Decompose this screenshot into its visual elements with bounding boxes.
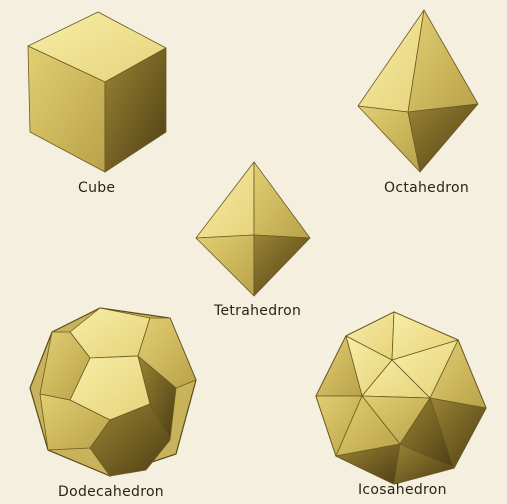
octahedron-solid: [358, 10, 478, 172]
cube-label: Cube: [78, 180, 115, 196]
dodecahedron-label: Dodecahedron: [58, 484, 164, 500]
icosahedron-solid: [316, 312, 486, 484]
tetrahedron-solid: [196, 162, 310, 296]
cube-solid: [28, 12, 166, 172]
icosahedron-label: Icosahedron: [358, 482, 447, 498]
dodecahedron-solid: [30, 308, 196, 476]
octahedron-label: Octahedron: [384, 180, 469, 196]
tetrahedron-label: Tetrahedron: [214, 303, 301, 319]
